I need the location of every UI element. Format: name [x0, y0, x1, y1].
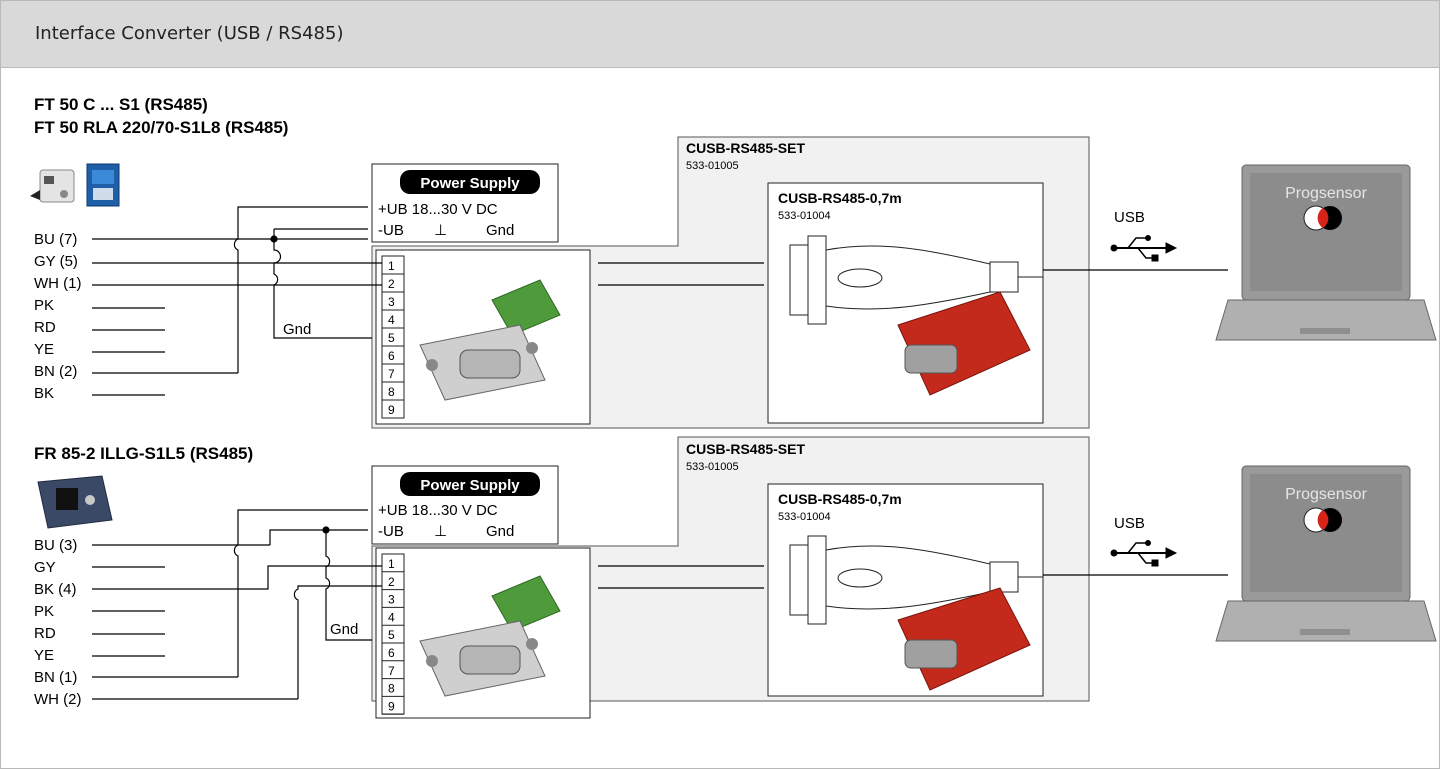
ground-symbol: ⊥ [434, 222, 447, 239]
ground-symbol: ⊥ [434, 523, 447, 540]
terminal-number: 3 [388, 593, 395, 607]
terminal-number: 4 [388, 313, 395, 327]
power-supply-title: Power Supply [420, 175, 520, 192]
wire-label: YE [34, 647, 54, 664]
wire-label: BU (3) [34, 537, 77, 554]
wire-label: RD [34, 319, 56, 336]
terminal-number: 7 [388, 664, 395, 678]
cable-box: CUSB-RS485-0,7m 533-01004 [767, 483, 1044, 697]
power-supply-minus: -UB [378, 523, 404, 540]
wire-label: PK [34, 603, 54, 620]
terminal-number: 1 [388, 557, 395, 571]
wire-label: PK [34, 297, 54, 314]
terminal-number: 1 [388, 259, 395, 273]
terminal-number: 3 [388, 295, 395, 309]
diagram-2: FR 85-2 ILLG-S1L5 (RS485) CUSB-RS485-SET… [34, 436, 1437, 719]
usb-icon [1110, 540, 1178, 567]
sensor-image-fr85 [37, 475, 113, 529]
db9-connector-image [419, 575, 561, 697]
terminal-number: 5 [388, 628, 395, 642]
sensor-title: FT 50 C ... S1 (RS485) [34, 95, 208, 114]
laptop-label: Progsensor [1285, 185, 1367, 202]
power-supply-plus: +UB 18...30 V DC [378, 201, 498, 218]
terminal-number: 6 [388, 646, 395, 660]
terminal-block-box: 1 2 3 4 5 6 7 8 9 [375, 249, 591, 425]
gnd-label: Gnd [330, 621, 358, 638]
power-supply-gnd: Gnd [486, 523, 514, 540]
laptop-progsensor: Progsensor [1215, 465, 1437, 642]
power-supply-title: Power Supply [420, 477, 520, 494]
terminal-number: 5 [388, 331, 395, 345]
wire-list: BU (7) GY (5) WH (1) PK RD YE BN (2) BK [34, 231, 82, 402]
wire-label: BK (4) [34, 581, 77, 598]
terminal-number: 9 [388, 403, 395, 417]
usb-icon [1110, 235, 1178, 262]
cable-name: CUSB-RS485-0,7m [778, 190, 902, 206]
sensor-image-ft50-rla [86, 163, 120, 207]
wire-label: RD [34, 625, 56, 642]
sensor-title: FT 50 RLA 220/70-S1L8 (RS485) [34, 118, 288, 137]
usb-rs485-cable-drawing [789, 235, 1043, 325]
terminal-number: 6 [388, 349, 395, 363]
terminal-number: 7 [388, 367, 395, 381]
set-name: CUSB-RS485-SET [686, 140, 805, 156]
wiring-lines [92, 509, 1228, 700]
power-supply-minus: -UB [378, 222, 404, 239]
wire-label: BN (2) [34, 363, 77, 380]
terminal-number: 9 [388, 699, 395, 713]
wire-label: BK [34, 385, 54, 402]
set-code: 533-01005 [686, 160, 739, 172]
laptop-progsensor: Progsensor [1215, 164, 1437, 341]
sensor-image-ft50 [30, 169, 75, 203]
wire-label: YE [34, 341, 54, 358]
wire-label: BN (1) [34, 669, 77, 686]
usb-adapter-image [897, 291, 1031, 396]
usb-adapter-image [897, 587, 1031, 691]
power-supply-plus: +UB 18...30 V DC [378, 502, 498, 519]
power-supply: Power Supply +UB 18...30 V DC -UB ⊥ Gnd [371, 163, 559, 243]
wire-label: GY (5) [34, 253, 78, 270]
section-title: Interface Converter (USB / RS485) [35, 23, 344, 44]
terminal-number: 4 [388, 610, 395, 624]
cable-code: 533-01004 [778, 210, 831, 222]
terminal-list: 1 2 3 4 5 6 7 8 9 [381, 255, 405, 419]
wire-label: WH (2) [34, 691, 82, 708]
wiring-lines [92, 206, 1228, 396]
terminal-number: 8 [388, 385, 395, 399]
power-supply-gnd: Gnd [486, 222, 514, 239]
cable-code: 533-01004 [778, 511, 831, 523]
wire-label: BU (7) [34, 231, 77, 248]
terminal-list: 1 2 3 4 5 6 7 8 9 [381, 553, 405, 715]
wire-label: GY [34, 559, 56, 576]
usb-label: USB [1114, 209, 1145, 226]
usb-label: USB [1114, 515, 1145, 532]
terminal-block-box: 1 2 3 4 5 6 7 8 9 [375, 547, 591, 719]
section-header: Interface Converter (USB / RS485) [1, 1, 1439, 68]
set-code: 533-01005 [686, 461, 739, 473]
db9-connector-image [419, 279, 561, 401]
gnd-label: Gnd [283, 321, 311, 338]
terminal-number: 2 [388, 277, 395, 291]
wire-list: BU (3) GY BK (4) PK RD YE BN (1) WH (2) [34, 537, 82, 708]
cable-name: CUSB-RS485-0,7m [778, 491, 902, 507]
sensor-title: FR 85-2 ILLG-S1L5 (RS485) [34, 444, 253, 463]
diagram-1: FT 50 C ... S1 (RS485) FT 50 RLA 220/70-… [30, 95, 1437, 429]
cable-box: CUSB-RS485-0,7m 533-01004 [767, 182, 1044, 424]
wire-label: WH (1) [34, 275, 82, 292]
set-name: CUSB-RS485-SET [686, 441, 805, 457]
terminal-number: 8 [388, 682, 395, 696]
terminal-number: 2 [388, 575, 395, 589]
usb-rs485-cable-drawing [789, 535, 1043, 625]
power-supply: Power Supply +UB 18...30 V DC -UB ⊥ Gnd [371, 465, 559, 545]
laptop-label: Progsensor [1285, 486, 1367, 503]
